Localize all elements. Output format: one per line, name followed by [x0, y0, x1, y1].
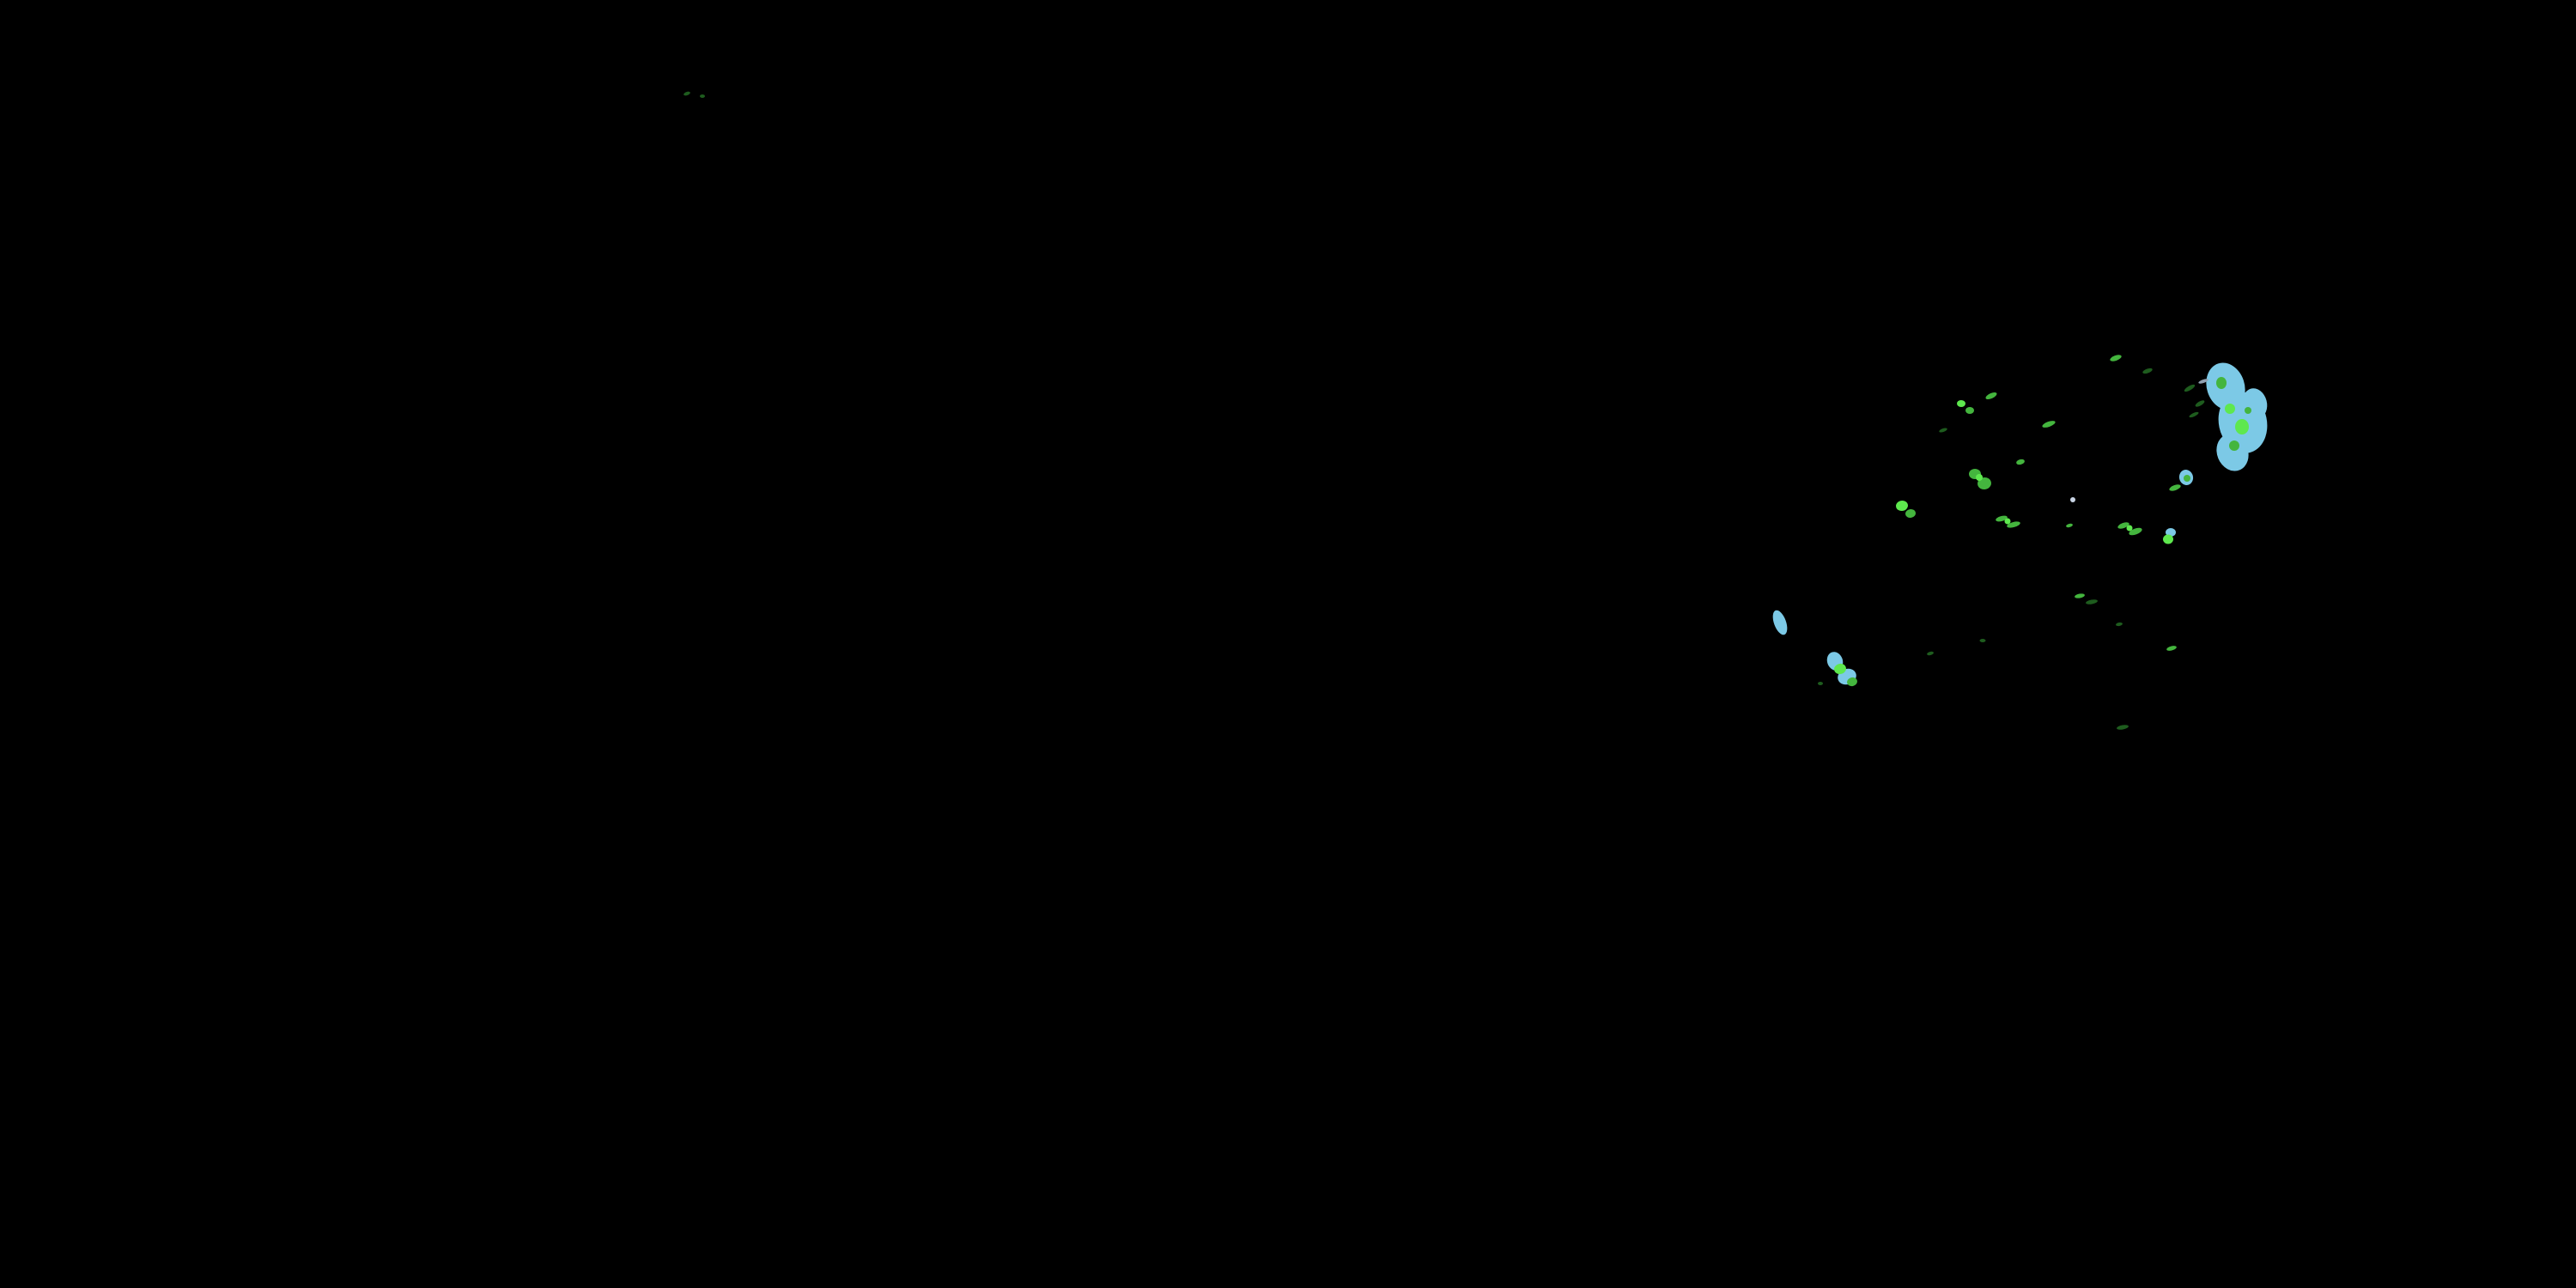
radar-echo	[1979, 639, 1986, 642]
radar-echo	[1965, 407, 1974, 414]
radar-echo	[1818, 682, 1823, 685]
radar-echo	[2016, 459, 2025, 465]
radar-echo	[1939, 428, 1947, 433]
radar-echo	[683, 91, 690, 96]
radar-echo	[2126, 525, 2133, 532]
radar-echo	[2142, 368, 2153, 374]
radar-echo	[2129, 527, 2142, 536]
radar-echo	[2195, 400, 2205, 407]
radar-echo	[1896, 500, 1908, 512]
radar-echo	[2225, 404, 2235, 414]
radar-echo	[2184, 475, 2190, 482]
radar-echo	[2004, 518, 2011, 525]
radar-echo	[2216, 434, 2249, 471]
radar-echo	[1905, 508, 1916, 519]
radar-echo	[1847, 677, 1857, 687]
radar-echo	[1985, 392, 1997, 400]
radar-echo	[1834, 663, 1846, 675]
radar-echo	[1996, 515, 2008, 522]
radar-echo	[1927, 651, 1934, 656]
radar-echo	[2169, 484, 2181, 491]
radar-echo	[1978, 477, 1991, 490]
radar-echo	[700, 94, 705, 98]
radar-echo	[2042, 421, 2056, 428]
radar-echo	[2117, 522, 2129, 529]
radar-echo	[2198, 379, 2208, 384]
radar-echo	[2184, 384, 2196, 392]
radar-echo	[2245, 407, 2251, 414]
radar-echo	[2235, 419, 2249, 434]
radar-echo	[2216, 377, 2227, 389]
radar-echo	[1957, 400, 1965, 407]
radar-echo	[2189, 411, 2199, 418]
radar-echo	[2110, 355, 2122, 361]
radar-echo	[1976, 474, 1983, 481]
radar-echo	[2116, 622, 2123, 627]
radar-echo	[2070, 497, 2075, 502]
radar-echo	[2007, 521, 2020, 528]
radar-echo	[2075, 593, 2085, 598]
radar-echo	[1772, 610, 1788, 635]
radar-echo	[2066, 523, 2073, 528]
radar-echo	[2166, 646, 2177, 651]
radar-echo	[2163, 534, 2173, 544]
radar-echo	[2086, 599, 2098, 605]
radar-echo	[2117, 725, 2129, 730]
radar-echo	[2229, 440, 2239, 451]
